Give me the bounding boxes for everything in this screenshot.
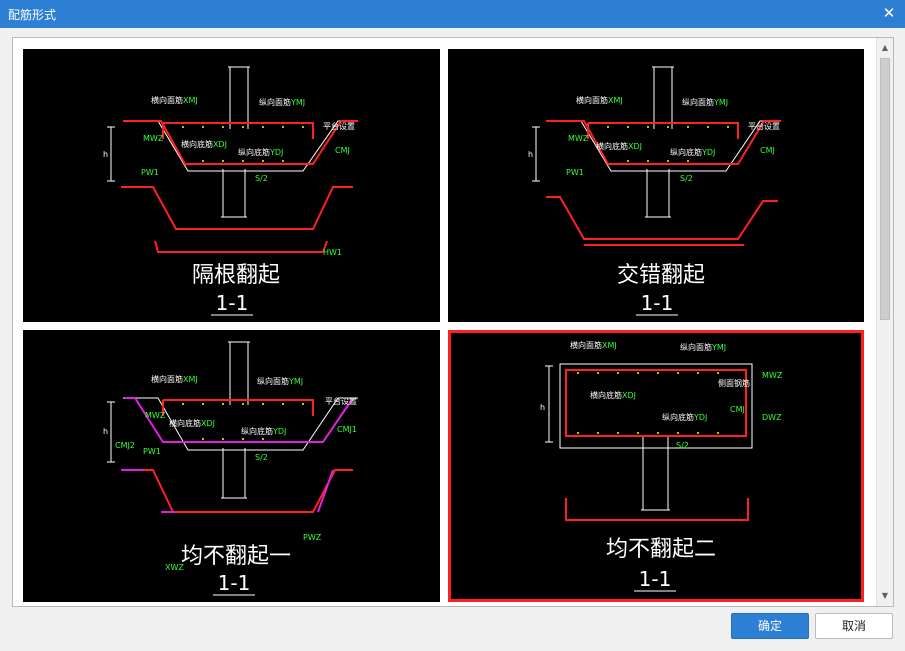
cancel-button[interactable]: 取消 [815, 613, 893, 639]
svg-text:h: h [540, 403, 545, 412]
svg-text:平台设置: 平台设置 [323, 121, 355, 131]
svg-text:MWZ: MWZ [145, 411, 166, 420]
svg-text:平台设置: 平台设置 [748, 121, 780, 131]
scroll-down-icon[interactable]: ▼ [881, 591, 889, 600]
svg-text:PW1: PW1 [143, 447, 161, 456]
svg-text:S/2: S/2 [255, 174, 268, 183]
svg-text:CMJ1: CMJ1 [337, 425, 357, 434]
svg-text:CMJ: CMJ [760, 146, 775, 155]
svg-text:S/2: S/2 [255, 453, 268, 462]
option-caption: 隔根翻起 [192, 263, 280, 288]
svg-text:MWZ: MWZ [762, 371, 783, 380]
svg-text:纵向底筋YDJ: 纵向底筋YDJ [670, 147, 715, 157]
option-caption: 均不翻起二 [606, 537, 716, 562]
svg-text:纵向底筋YDJ: 纵向底筋YDJ [238, 147, 283, 157]
vertical-scrollbar[interactable]: ▲ ▼ [876, 38, 893, 606]
svg-text:横向底筋XDJ: 横向底筋XDJ [169, 418, 215, 428]
svg-text:纵向面筋YMJ: 纵向面筋YMJ [680, 342, 726, 352]
svg-text:MWZ: MWZ [143, 134, 164, 143]
svg-text:横向底筋XDJ: 横向底筋XDJ [596, 141, 642, 151]
svg-text:横向面筋XMJ: 横向面筋XMJ [576, 95, 623, 105]
window-title: 配筋形式 [8, 8, 57, 22]
svg-text:PW1: PW1 [141, 168, 159, 177]
option-gallery: 横向面筋XMJ 纵向面筋YMJ 横向底筋XDJ 纵向底筋YDJ CMJ 平台设置… [12, 37, 894, 607]
svg-text:横向面筋XMJ: 横向面筋XMJ [151, 374, 198, 384]
title-bar: 配筋形式 ✕ [0, 0, 905, 28]
svg-text:纵向底筋YDJ: 纵向底筋YDJ [662, 412, 707, 422]
svg-text:HW1: HW1 [323, 248, 342, 257]
svg-text:纵向底筋YDJ: 纵向底筋YDJ [241, 426, 286, 436]
svg-text:S/2: S/2 [676, 441, 689, 450]
option-card-jun-bu-fan-qi-er[interactable]: 横向面筋XMJ 纵向面筋YMJ 横向底筋XDJ 纵向底筋YDJ CMJ 侧面钢筋… [448, 330, 864, 602]
svg-text:CMJ: CMJ [335, 146, 350, 155]
svg-text:纵向面筋YMJ: 纵向面筋YMJ [257, 376, 303, 386]
option-card-ge-gen-fan-qi[interactable]: 横向面筋XMJ 纵向面筋YMJ 横向底筋XDJ 纵向底筋YDJ CMJ 平台设置… [23, 49, 440, 322]
section-label: 1-1 [641, 291, 674, 315]
svg-text:横向面筋XMJ: 横向面筋XMJ [570, 340, 617, 350]
svg-text:CMJ: CMJ [730, 405, 745, 414]
option-caption: 交错翻起 [617, 263, 705, 288]
svg-text:XWZ: XWZ [165, 563, 184, 572]
svg-text:侧面钢筋: 侧面钢筋 [718, 378, 750, 388]
scroll-up-icon[interactable]: ▲ [881, 43, 889, 52]
svg-text:纵向面筋YMJ: 纵向面筋YMJ [259, 97, 305, 107]
option-card-jun-bu-fan-qi-yi[interactable]: 横向面筋XMJ 纵向面筋YMJ 横向底筋XDJ 纵向底筋YDJ CMJ1 CMJ… [23, 330, 440, 602]
svg-text:DWZ: DWZ [762, 413, 782, 422]
ok-button[interactable]: 确定 [731, 613, 809, 639]
svg-text:平台设置: 平台设置 [325, 396, 357, 406]
option-caption: 均不翻起一 [181, 544, 291, 569]
svg-text:横向底筋XDJ: 横向底筋XDJ [590, 390, 636, 400]
svg-text:h: h [528, 150, 533, 159]
option-card-jiao-cuo-fan-qi[interactable]: 横向面筋XMJ 纵向面筋YMJ 横向底筋XDJ 纵向底筋YDJ CMJ 平台设置… [448, 49, 864, 322]
scroll-thumb[interactable] [880, 58, 890, 320]
svg-text:CMJ2: CMJ2 [115, 441, 135, 450]
close-icon[interactable]: ✕ [882, 4, 896, 22]
svg-text:PW1: PW1 [566, 168, 584, 177]
svg-text:PWZ: PWZ [303, 533, 322, 542]
section-label: 1-1 [218, 571, 251, 595]
svg-text:h: h [103, 427, 108, 436]
section-label: 1-1 [216, 291, 249, 315]
svg-text:纵向面筋YMJ: 纵向面筋YMJ [682, 97, 728, 107]
svg-text:h: h [103, 150, 108, 159]
svg-text:MWZ: MWZ [568, 134, 589, 143]
section-label: 1-1 [639, 567, 672, 591]
svg-text:横向面筋XMJ: 横向面筋XMJ [151, 95, 198, 105]
svg-text:S/2: S/2 [680, 174, 693, 183]
svg-text:横向底筋XDJ: 横向底筋XDJ [181, 139, 227, 149]
